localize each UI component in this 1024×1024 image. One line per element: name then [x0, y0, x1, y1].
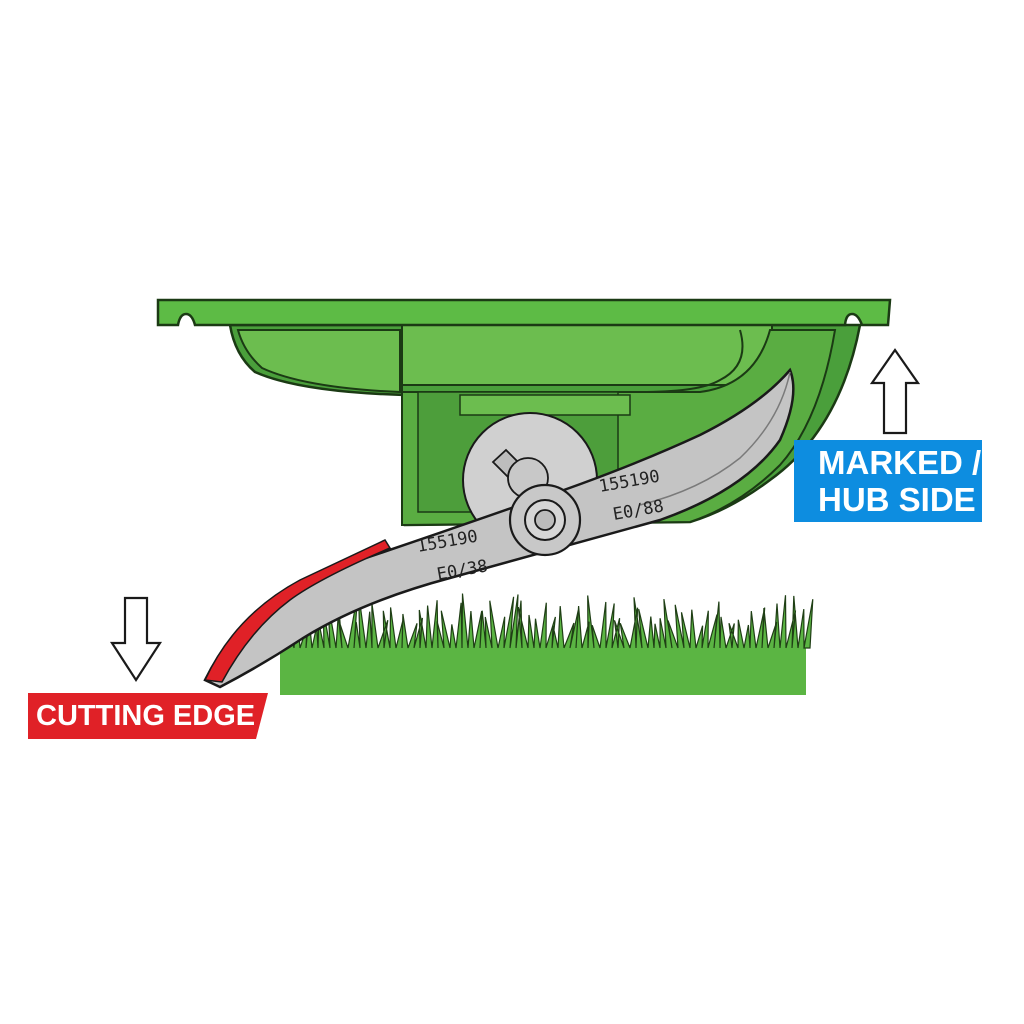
deck-shell-left: [236, 329, 401, 394]
arrow-up-icon: [869, 348, 921, 435]
cutting-edge-stripe: [203, 539, 392, 683]
cutting-edge-label-bg: [28, 693, 268, 739]
grass-ground: [280, 645, 806, 695]
hub-side-label: MARKED / HUB SIDE: [794, 440, 982, 522]
hub-side-label-bg: [794, 440, 982, 522]
motor-mount: [459, 394, 631, 416]
grass: [280, 593, 814, 695]
cutting-edge-label: CUTTING EDGE: [36, 700, 256, 732]
hub-side-label-line1: MARKED /: [818, 444, 982, 481]
deck-flange: [156, 298, 892, 327]
hub-side-label-line2: HUB SIDE: [818, 481, 976, 518]
blade-bevel: [639, 371, 791, 506]
mower-blade: 155190 E0/38 155190 E0/88: [203, 367, 795, 689]
deck-housing: [401, 324, 773, 386]
blade-body: [203, 367, 795, 689]
deck-inner-rim: [639, 329, 744, 393]
blade-center-hole: [534, 509, 556, 531]
arrow-down-icon: [109, 596, 163, 683]
